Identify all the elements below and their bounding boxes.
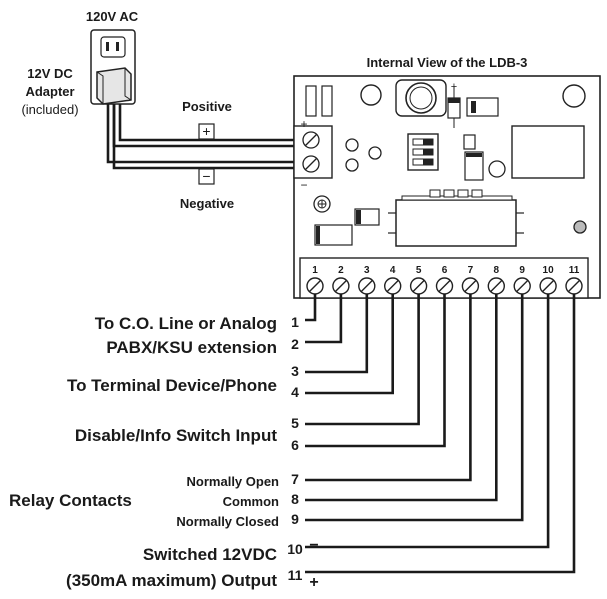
pin-number-10: 10: [287, 541, 303, 557]
negative-label: Negative: [180, 196, 234, 211]
negative-marker: −: [198, 168, 215, 185]
transformer: [388, 189, 524, 247]
wire-terminal-11: [305, 294, 576, 574]
disable-switch-label: Disable/Info Switch Input: [75, 426, 277, 445]
pin-number-3: 3: [291, 363, 299, 379]
adapter-label-line3: (included): [21, 102, 78, 117]
positive-marker: +: [198, 123, 215, 140]
co-line-label-1: To C.O. Line or Analog: [95, 314, 277, 333]
wire-terminal-3: [305, 294, 369, 374]
svg-text:+: +: [451, 81, 457, 93]
pin-number-4: 4: [291, 384, 299, 400]
terminal-number-10: 10: [543, 265, 555, 276]
terminal-screw-1: [306, 277, 324, 295]
pin-number-11: 11: [288, 567, 303, 583]
terminal-screw-11: [565, 277, 583, 295]
dip-switch: [407, 133, 439, 171]
normally-closed-label: Normally Closed: [176, 514, 279, 529]
dc-adapter-icon: [96, 67, 132, 105]
terminal-number-2: 2: [338, 265, 344, 276]
terminal-screw-10: [539, 277, 557, 295]
power-terminal-block: + −: [293, 117, 333, 192]
wire-terminal-9: [305, 294, 524, 522]
terminal-screw-2: [332, 277, 350, 295]
circuit-board: + − +: [293, 75, 601, 299]
wire-terminal-2: [305, 294, 343, 344]
adapter-label-line2: Adapter: [25, 84, 74, 99]
output-350ma-label: (350mA maximum) Output: [66, 571, 277, 590]
wire-terminal-1: [305, 294, 317, 322]
terminal-number-9: 9: [519, 265, 525, 276]
terminal-number-8: 8: [494, 265, 500, 276]
terminal-screw-9: [513, 277, 531, 295]
output-minus-sign: −: [309, 537, 318, 554]
terminal-number-5: 5: [416, 265, 422, 276]
adapter-cable: [106, 104, 300, 170]
pin-number-9: 9: [291, 511, 299, 527]
pin-number-6: 6: [291, 437, 299, 453]
wire-terminal-5: [305, 294, 420, 426]
terminal-number-6: 6: [442, 265, 448, 276]
terminal-number-7: 7: [468, 265, 474, 276]
co-line-label-2: PABX/KSU extension: [106, 338, 277, 357]
terminal-device-label: To Terminal Device/Phone: [67, 376, 277, 395]
svg-text:+: +: [202, 123, 210, 139]
terminal-screw-8: [487, 277, 505, 295]
wire-terminal-4: [305, 294, 394, 395]
pin-number-1: 1: [291, 314, 299, 330]
positive-label: Positive: [182, 99, 232, 114]
svg-text:−: −: [202, 168, 210, 184]
board-title: Internal View of the LDB-3: [367, 55, 528, 70]
output-plus-sign: +: [309, 574, 318, 591]
adapter-label-line1: 12V DC: [27, 66, 73, 81]
pin-number-7: 7: [291, 471, 299, 487]
ac-label: 120V AC: [86, 9, 139, 24]
svg-text:+: +: [300, 117, 307, 131]
switched-12v-label: Switched 12VDC: [143, 545, 277, 564]
terminal-screw-3: [358, 277, 376, 295]
wire-terminal-6: [305, 294, 446, 448]
wire-terminal-10: [305, 294, 550, 549]
terminal-number-11: 11: [569, 265, 580, 276]
pin-number-8: 8: [291, 491, 299, 507]
terminal-screw-4: [384, 277, 402, 295]
battery-holder: [395, 79, 447, 117]
wire-terminal-7: [305, 294, 472, 482]
svg-text:−: −: [300, 178, 307, 192]
common-label: Common: [223, 494, 279, 509]
normally-open-label: Normally Open: [187, 474, 280, 489]
relay-contacts-label: Relay Contacts: [9, 491, 132, 510]
terminal-number-1: 1: [312, 265, 318, 276]
terminal-screw-5: [409, 277, 428, 295]
terminal-screw-7: [461, 277, 480, 295]
pin-number-2: 2: [291, 336, 299, 352]
terminal-screw-6: [435, 277, 454, 295]
wire-terminal-8: [305, 294, 498, 502]
terminal-number-3: 3: [364, 265, 370, 276]
pin-number-5: 5: [291, 415, 299, 431]
terminal-number-4: 4: [390, 265, 396, 276]
relay: [511, 125, 585, 179]
